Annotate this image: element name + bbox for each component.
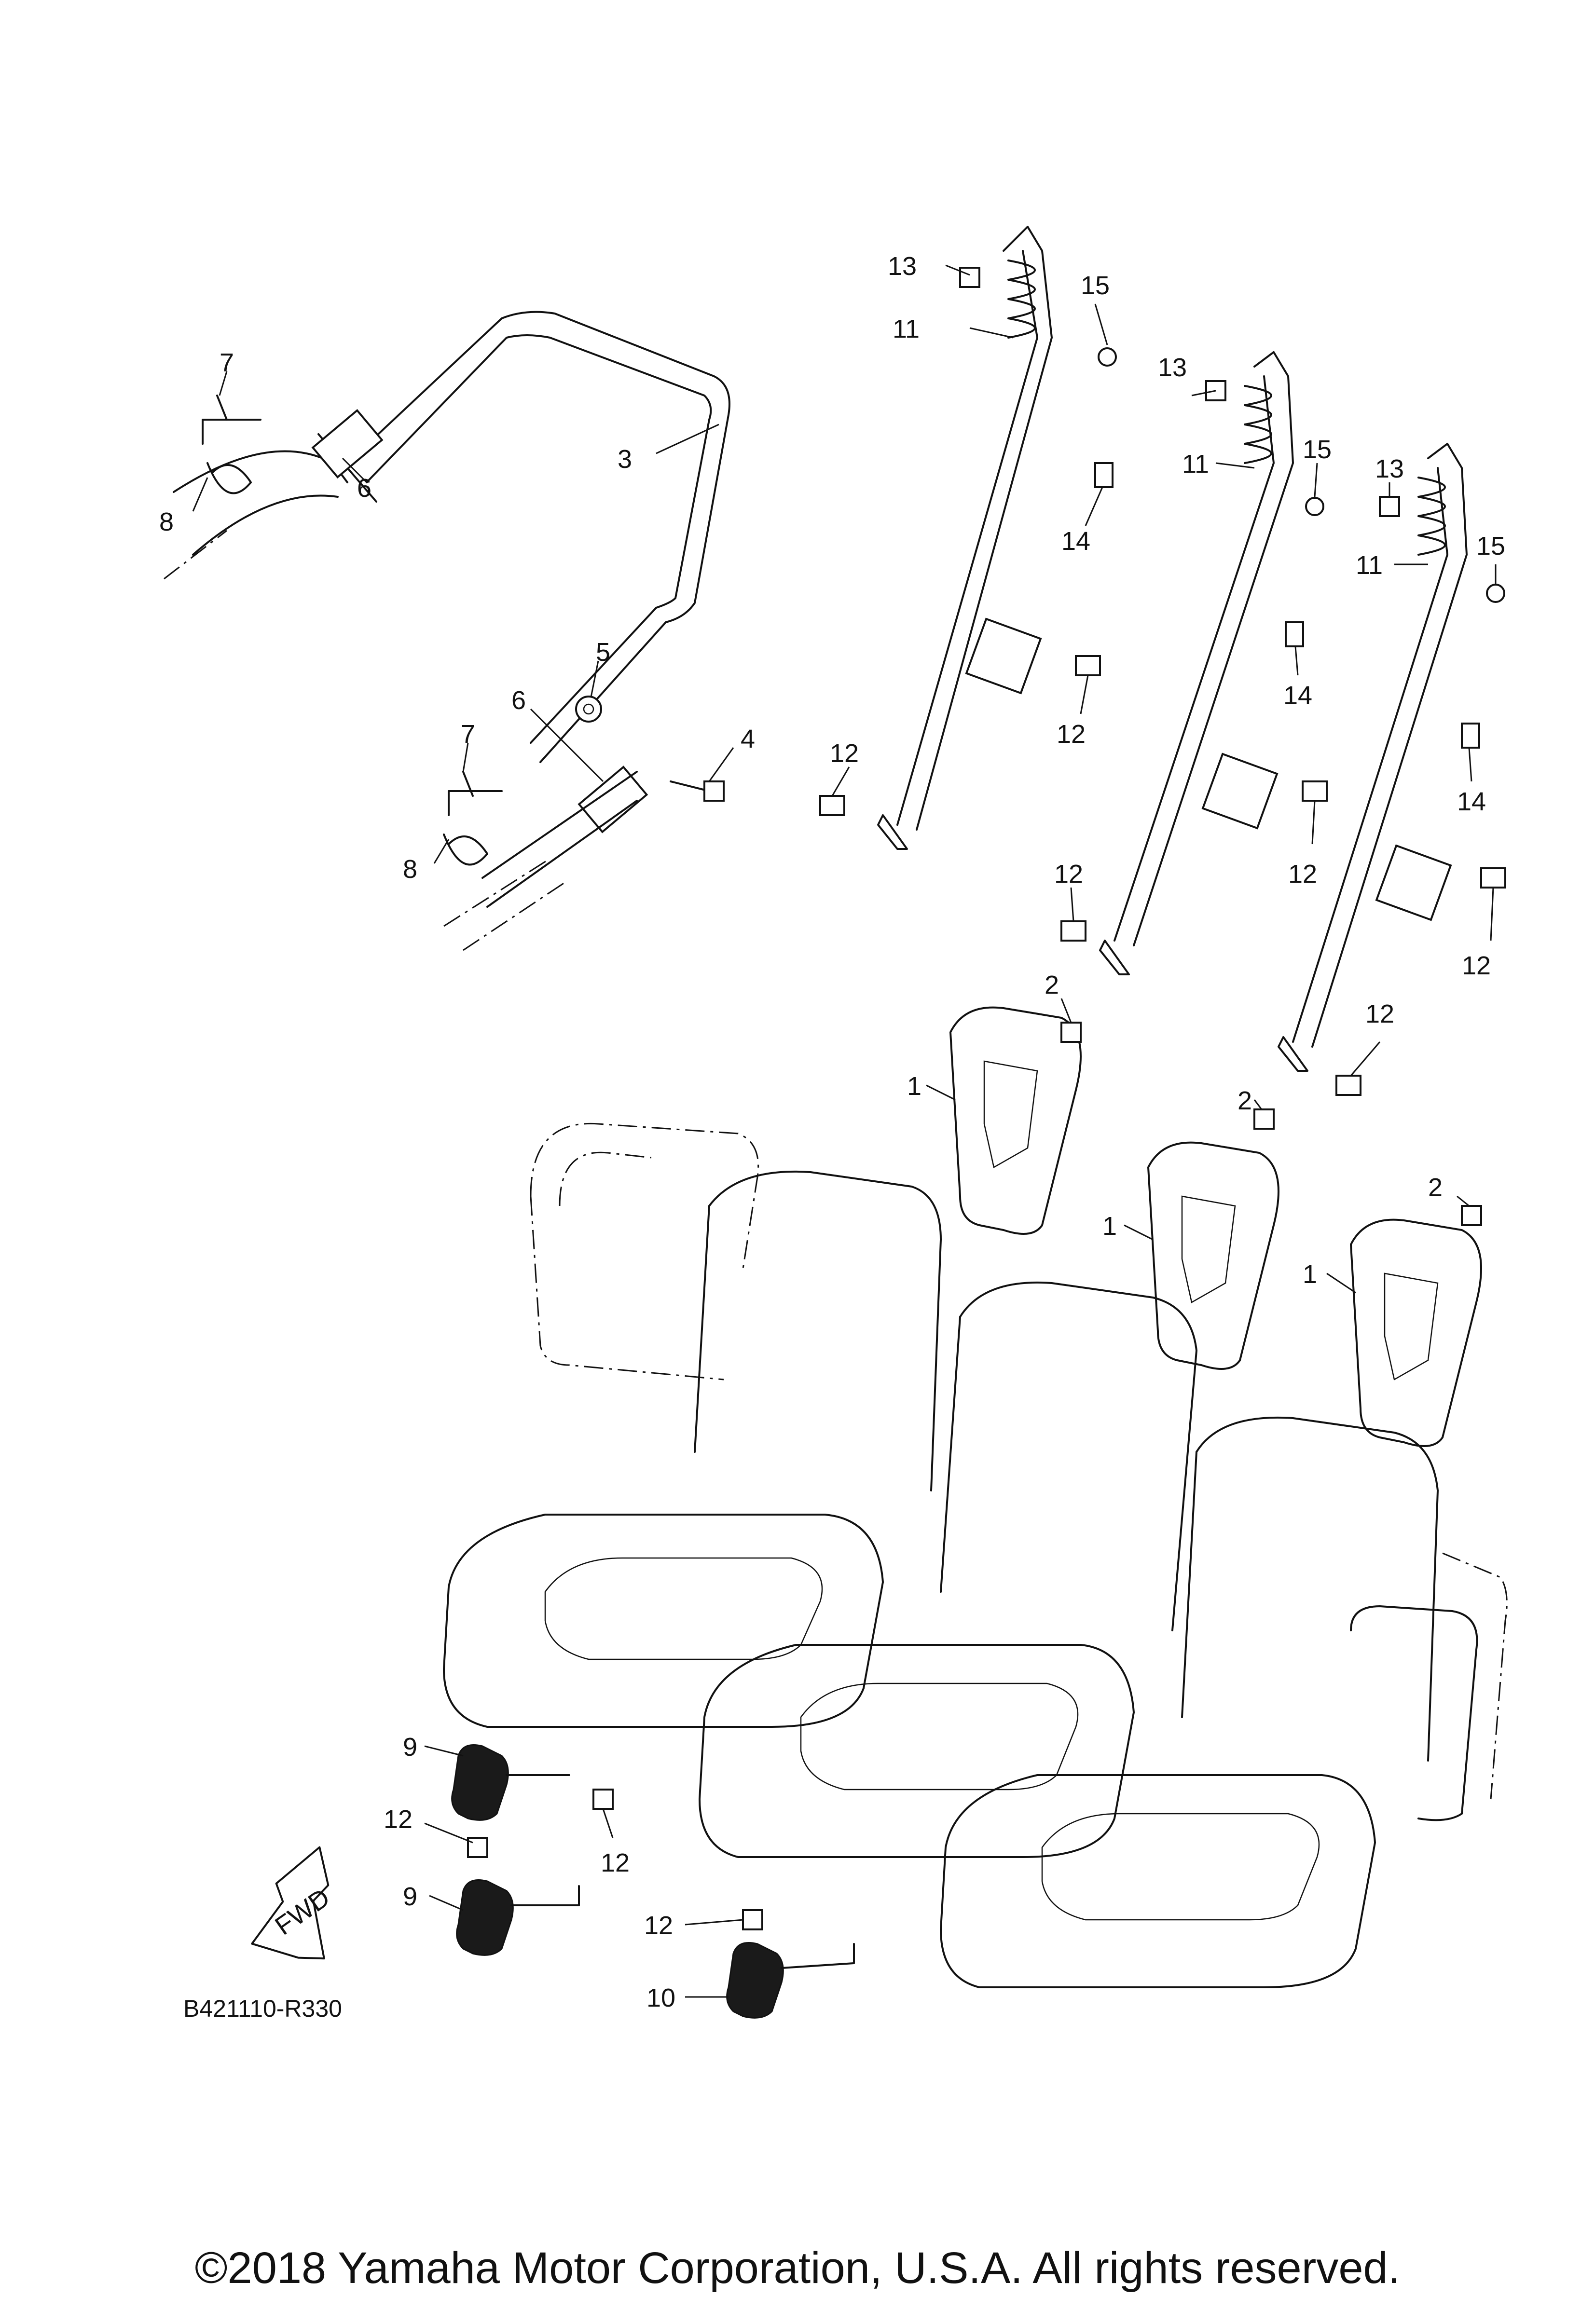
callout-8: 8 (403, 855, 417, 884)
diagram-code: B421110-R330 (183, 1995, 342, 2022)
callout-6: 6 (511, 686, 526, 715)
callout-15: 15 (1303, 435, 1332, 464)
callout-1: 1 (907, 1072, 921, 1101)
callout-8: 8 (159, 507, 174, 536)
callout-13: 13 (1158, 353, 1187, 382)
callout-14: 14 (1457, 787, 1486, 816)
callout-labels: 7 8 6 3 5 6 4 7 8 13 11 15 14 12 12 13 1… (159, 252, 1505, 2012)
seat-belt-1 (877, 226, 1053, 850)
callout-12: 12 (1365, 999, 1394, 1028)
buckle-9-upper (451, 1744, 614, 1821)
copyright-notice: ©2018 Yamaha Motor Corporation, U.S.A. A… (194, 2243, 1401, 2293)
seat-belt-3 (1278, 443, 1468, 1072)
seat-belt-2 (1099, 351, 1294, 975)
leader-lines (192, 264, 1497, 1998)
pin-clip-left (202, 395, 261, 494)
seat-right (940, 1416, 1439, 1988)
callout-9: 9 (403, 1882, 417, 1911)
bolts-12-belts (819, 655, 1506, 1096)
callout-11: 11 (893, 314, 920, 343)
buckle-9-lower (456, 1837, 580, 1956)
callout-12: 12 (1462, 951, 1491, 980)
seat-pad-2 (1147, 1108, 1279, 1370)
nut-5 (575, 696, 602, 723)
bolt-4 (670, 780, 725, 802)
callout-15: 15 (1476, 532, 1505, 560)
callout-2: 2 (1238, 1086, 1252, 1115)
callout-14: 14 (1061, 527, 1090, 556)
seat-center (699, 1281, 1197, 1858)
callout-12: 12 (384, 1805, 412, 1834)
callout-11: 11 (1182, 450, 1209, 478)
buckle-10 (726, 1909, 855, 2019)
hardware-belt-3 (1379, 496, 1505, 749)
callout-3: 3 (618, 445, 632, 474)
callout-6: 6 (357, 474, 371, 503)
seat-frame-left (530, 1122, 759, 1381)
callout-15: 15 (1081, 271, 1110, 300)
callout-13: 13 (1375, 454, 1404, 483)
callout-12: 12 (644, 1911, 673, 1940)
callout-12: 12 (601, 1848, 630, 1877)
callout-2: 2 (1428, 1173, 1443, 1202)
pin-clip-lower (443, 771, 503, 866)
seat-left (443, 1170, 942, 1728)
hardware-belt-2 (1205, 380, 1324, 647)
seat-frame-right (1350, 1552, 1508, 1821)
callout-13: 13 (888, 252, 917, 281)
callout-12: 12 (1057, 720, 1086, 749)
callout-9: 9 (403, 1733, 417, 1762)
callout-12: 12 (1054, 860, 1083, 889)
callout-11: 11 (1356, 551, 1383, 580)
callout-4: 4 (741, 725, 755, 753)
fwd-arrow: FWD (251, 1846, 335, 1960)
seat-pad-3 (1349, 1205, 1482, 1447)
callout-7: 7 (461, 720, 475, 749)
hardware-belt-1 (959, 267, 1117, 488)
callout-10: 10 (646, 1983, 675, 2012)
callout-14: 14 (1283, 681, 1312, 710)
callout-7: 7 (220, 348, 234, 377)
callout-1: 1 (1102, 1212, 1117, 1241)
callout-1: 1 (1303, 1260, 1317, 1289)
callout-2: 2 (1045, 971, 1059, 999)
bar-assembly (164, 311, 730, 951)
callout-12: 12 (1288, 860, 1317, 889)
callout-5: 5 (596, 638, 610, 667)
callout-12: 12 (830, 739, 859, 768)
seat-pad-1 (949, 1006, 1082, 1235)
